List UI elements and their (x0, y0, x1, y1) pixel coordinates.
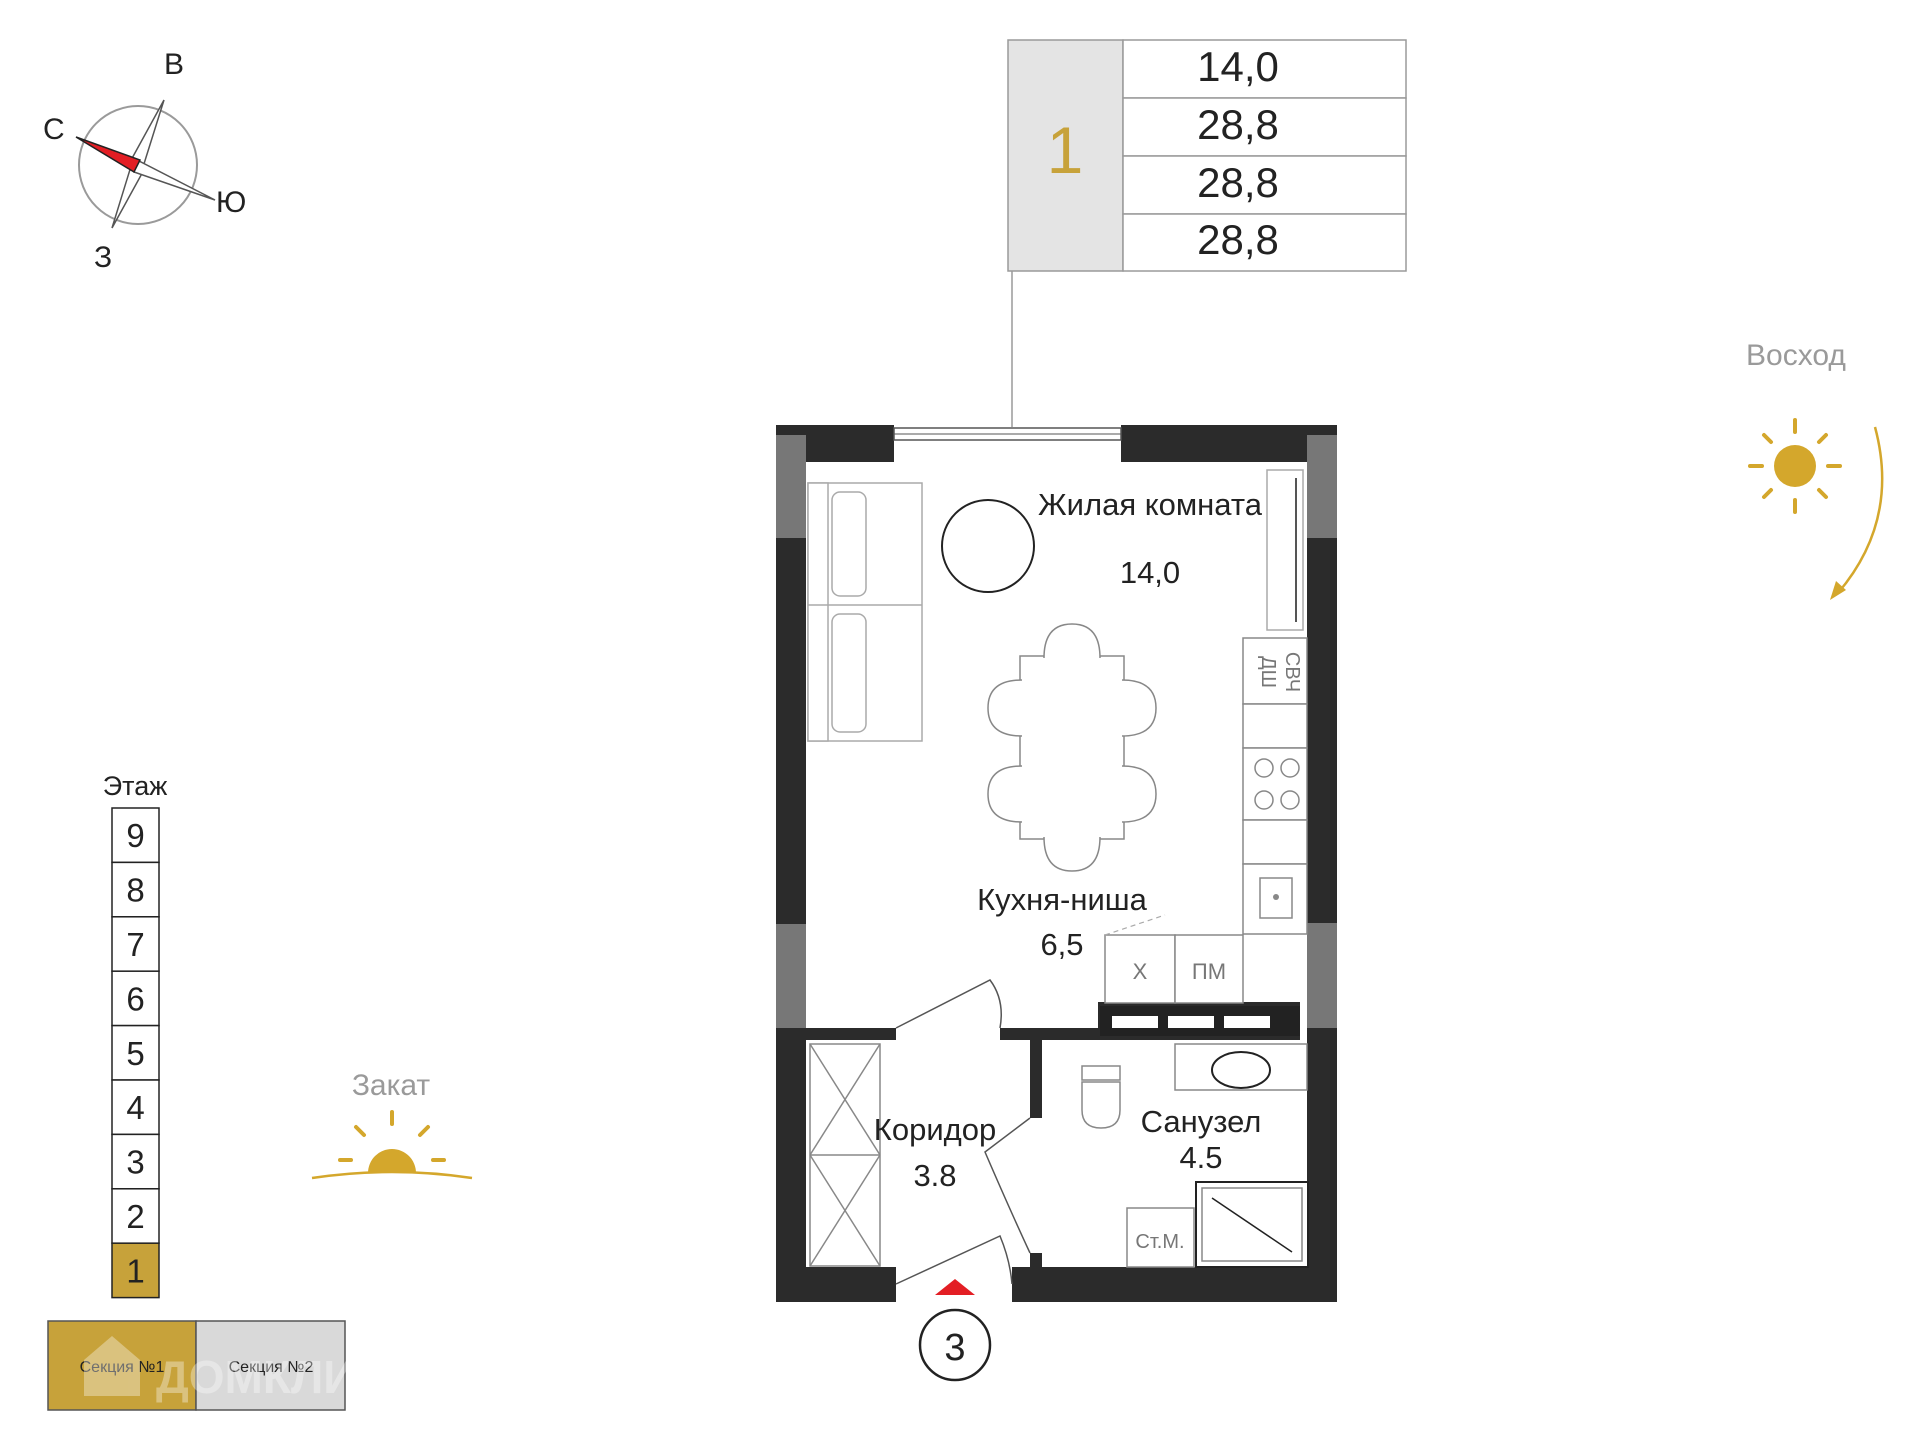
entrance-door (895, 1234, 1013, 1285)
dining-set (987, 623, 1157, 872)
floor-button-9[interactable] (111, 807, 160, 864)
dishwasher-label: ДШ (1257, 656, 1279, 688)
fridge-door-swing (1104, 914, 1166, 936)
area-total-2: 28,8 (1197, 159, 1279, 206)
section-1-label: Секция №1 (80, 1359, 165, 1376)
area-table: 1 14,0 28,8 28,8 28,8 (1007, 39, 1407, 427)
sun-path-arrowhead (1830, 581, 1846, 600)
floor-selector: Этаж 9 8 7 6 5 4 3 2 1 (103, 771, 168, 1299)
compass-needle-north (75, 136, 142, 174)
floor-label-8: 8 (126, 872, 144, 909)
compass-label-s: Ю (216, 186, 246, 219)
apartment-plan: ДШ СВЧ Х ПМ (776, 425, 1337, 1382)
watermark-text: ДОМКЛИК (156, 1351, 385, 1403)
kitchen-counter (1242, 637, 1308, 935)
entrance-arrow-icon (935, 1279, 975, 1295)
dishwasher-2 (1174, 934, 1244, 1004)
compass-label-e: В (164, 48, 184, 81)
rooms-count-cell (1007, 39, 1124, 272)
floor-button-6[interactable] (111, 970, 160, 1027)
horizon-line (311, 1170, 473, 1180)
living-room-name: Жилая комната (1038, 487, 1263, 522)
watermark-house-icon (84, 1336, 140, 1396)
area-living: 14,0 (1197, 43, 1279, 90)
area-total-3: 28,8 (1197, 216, 1279, 263)
bathroom-name: Санузел (1141, 1104, 1262, 1139)
corridor-area: 3.8 (913, 1158, 956, 1193)
corridor-name: Коридор (874, 1112, 996, 1147)
entrance-number: 3 (944, 1327, 965, 1369)
area-cell-3 (1122, 155, 1407, 215)
compass-ring (78, 105, 198, 225)
section-2-label: Секция №2 (229, 1359, 314, 1376)
bathroom-area: 4.5 (1179, 1140, 1222, 1175)
fridge-label: Х (1133, 959, 1148, 984)
compass-label-n: С (43, 113, 65, 146)
floor-label-3: 3 (126, 1144, 144, 1181)
floor-label-1: 1 (126, 1252, 144, 1289)
floor-button-1[interactable] (111, 1242, 160, 1299)
toilet-tank (1081, 1065, 1121, 1081)
sun-path-arrow (1837, 426, 1884, 594)
compass-label-w: З (94, 241, 112, 274)
sunrise-sun-icon (1774, 445, 1816, 487)
round-table (941, 499, 1035, 593)
corridor-door (895, 979, 1002, 1029)
floor-label-6: 6 (126, 980, 144, 1017)
floor-button-4[interactable] (111, 1079, 160, 1136)
stove-icon (1254, 758, 1300, 810)
bathroom-door (984, 1117, 1031, 1254)
floor-label-7: 7 (126, 926, 144, 963)
watermark: ДОМКЛИК (84, 1336, 385, 1403)
sunset-sun-icon (368, 1149, 416, 1173)
shower-drain-line (1211, 1197, 1293, 1253)
fridge (1104, 934, 1176, 1004)
compass-arm-east (128, 99, 165, 168)
sink-drain (1273, 894, 1279, 900)
floor-button-8[interactable] (111, 861, 160, 918)
kitchen-area: 6,5 (1040, 927, 1083, 962)
compass: С В Ю З (43, 48, 246, 274)
washing-machine (1126, 1207, 1195, 1268)
washbasin-icon (1211, 1051, 1271, 1089)
section-2-button[interactable] (195, 1320, 346, 1411)
microwave-label: СВЧ (1281, 652, 1303, 692)
section-selector: Секция №1 Секция №2 ДОМКЛИК (47, 1320, 385, 1411)
dining-table (1019, 655, 1125, 840)
area-total: 28,8 (1197, 101, 1279, 148)
washer-label: Ст.М. (1135, 1231, 1184, 1253)
sunset: Закат (311, 1069, 473, 1180)
entrance-marker (918, 1308, 992, 1382)
sofa (807, 482, 923, 742)
living-room-area: 14,0 (1120, 555, 1180, 590)
area-cell-4 (1122, 213, 1407, 272)
floor-label-9: 9 (126, 817, 144, 854)
sunset-label: Закат (352, 1069, 431, 1102)
radiator (1100, 1006, 1300, 1036)
area-cell-1 (1122, 39, 1407, 99)
window-piers (776, 435, 1337, 1028)
floor-label-2: 2 (126, 1198, 144, 1235)
compass-arm-south (133, 158, 216, 201)
dishwasher-2-label: ПМ (1192, 959, 1226, 984)
floor-label-4: 4 (126, 1089, 144, 1126)
floor-label-5: 5 (126, 1035, 144, 1072)
area-cell-2 (1122, 97, 1407, 157)
rooms-count: 1 (1047, 113, 1084, 187)
floor-button-5[interactable] (111, 1024, 160, 1081)
kitchen-name: Кухня-ниша (977, 882, 1148, 917)
floor-title: Этаж (103, 771, 168, 801)
sunrise-label: Восход (1746, 339, 1846, 372)
sunrise: Восход (1746, 339, 1884, 600)
wardrobe (809, 1043, 881, 1267)
toilet-icon (1081, 1081, 1121, 1129)
tv-stand (1266, 469, 1304, 631)
bathroom-fixtures: Ст.М. (1081, 1043, 1309, 1268)
section-1-button[interactable] (47, 1320, 197, 1411)
floor-button-2[interactable] (111, 1188, 160, 1244)
